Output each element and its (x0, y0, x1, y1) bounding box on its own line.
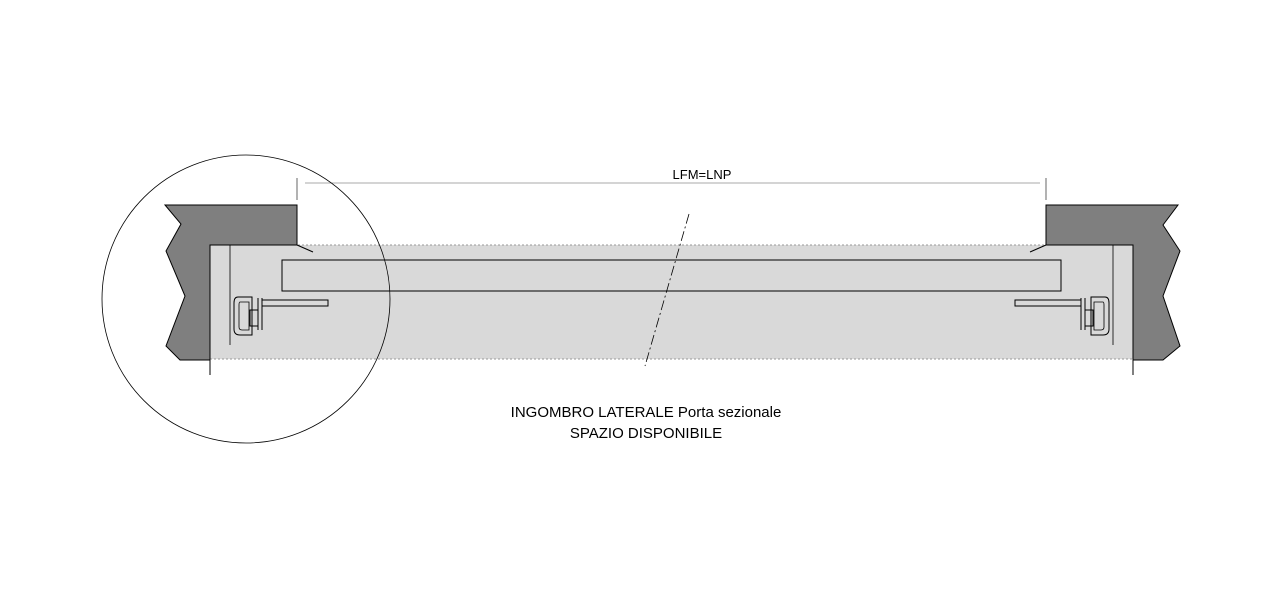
left-wall (163, 204, 298, 361)
detail-callout-circle (101, 154, 391, 444)
left-seal-stroke (296, 244, 314, 253)
right-wall (1045, 204, 1181, 361)
caption-line-2: SPAZIO DISPONIBILE (570, 425, 722, 442)
dimension-label: LFM=LNP (673, 167, 732, 182)
dimension-line-group: LFM=LNP (296, 167, 1047, 200)
right-guide-rail (1014, 296, 1110, 336)
break-line (644, 213, 690, 367)
caption-line-1: INGOMBRO LATERALE Porta sezionale (511, 404, 782, 421)
left-guide-rail (233, 296, 329, 336)
right-seal-stroke (1029, 244, 1047, 253)
